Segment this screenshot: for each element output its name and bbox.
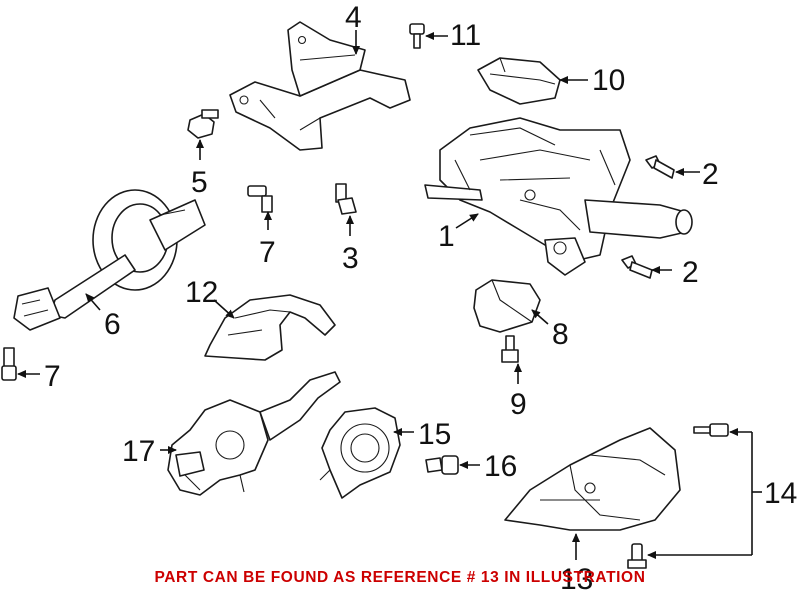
callout-14: 14 bbox=[764, 477, 797, 510]
reference-notice: PART CAN BE FOUND AS REFERENCE # 13 IN I… bbox=[154, 569, 645, 586]
callout-1: 1 bbox=[438, 220, 455, 253]
callout-3: 3 bbox=[342, 242, 359, 275]
part-2-bolt-lower bbox=[621, 255, 653, 279]
callout-17: 17 bbox=[122, 435, 155, 468]
leader-lines bbox=[17, 30, 762, 560]
part-13-lower-shroud bbox=[504, 427, 681, 531]
callout-2-upper: 2 bbox=[702, 158, 719, 191]
part-6-intermediate-shaft bbox=[13, 189, 206, 331]
callout-13: 13 bbox=[560, 563, 593, 591]
part-2-bolt-upper bbox=[645, 155, 675, 179]
callout-7-upper: 7 bbox=[259, 236, 276, 269]
callout-2-lower: 2 bbox=[682, 256, 699, 289]
part-5-bolt bbox=[187, 109, 219, 139]
part-16-bolt bbox=[425, 455, 459, 475]
part-17-combination-switch bbox=[167, 371, 341, 496]
part-8-trim-cap bbox=[473, 279, 541, 333]
part-11-bolt bbox=[409, 23, 425, 49]
callout-4: 4 bbox=[345, 1, 362, 34]
part-7-bolt-lower bbox=[1, 347, 17, 381]
part-14-screw-upper bbox=[693, 423, 729, 437]
part-9-screw bbox=[501, 335, 519, 363]
part-14-screw-lower bbox=[627, 543, 647, 569]
part-15-clock-spring bbox=[319, 407, 401, 499]
part-4-mounting-bracket bbox=[229, 21, 411, 151]
callout-5: 5 bbox=[191, 166, 208, 199]
part-7-bolt-upper bbox=[247, 185, 273, 213]
part-3-bolt bbox=[335, 183, 357, 215]
part-12-upper-shroud bbox=[204, 294, 336, 361]
callout-11: 11 bbox=[450, 19, 481, 52]
callout-7-lower: 7 bbox=[44, 360, 61, 393]
callout-labels: 4 11 10 5 2 1 7 3 2 12 6 8 7 9 15 17 16 … bbox=[44, 1, 797, 591]
callout-10: 10 bbox=[592, 64, 625, 97]
part-1-steering-column bbox=[424, 117, 693, 276]
callout-12: 12 bbox=[185, 276, 218, 309]
callout-9: 9 bbox=[510, 388, 527, 421]
callout-6: 6 bbox=[104, 308, 121, 341]
callout-16: 16 bbox=[484, 450, 517, 483]
callout-15: 15 bbox=[418, 418, 451, 451]
callout-8: 8 bbox=[552, 318, 569, 351]
part-10-control-module bbox=[477, 57, 561, 105]
